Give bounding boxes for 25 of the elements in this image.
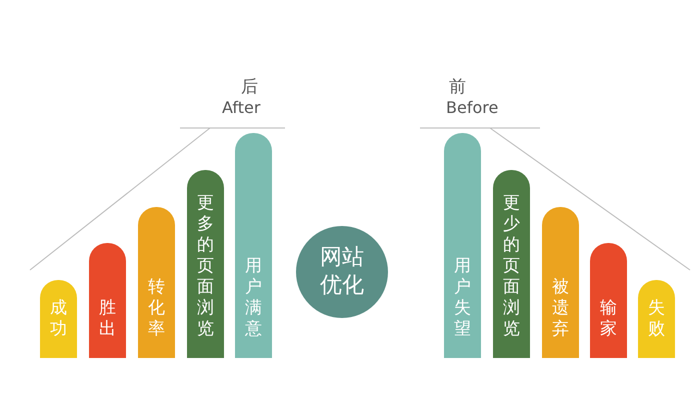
rounded-bar <box>590 243 627 358</box>
bar-label: 用户满意 <box>244 256 262 340</box>
rounded-bar <box>638 280 675 358</box>
heading-label: After <box>222 99 260 117</box>
rounded-bar <box>542 207 579 358</box>
bar-label: 胜出 <box>98 298 116 340</box>
rounded-bar <box>89 243 126 358</box>
bar-label: 输家 <box>600 298 618 340</box>
bar-label: 更多的页面浏览 <box>196 193 214 340</box>
bar-label: 被遗弃 <box>552 277 570 340</box>
rounded-bar <box>138 207 175 358</box>
rounded-bar <box>444 133 481 358</box>
bar-label: 更少的页面浏览 <box>502 193 520 340</box>
bar-label: 用户失望 <box>454 256 472 340</box>
rounded-bar <box>40 280 77 358</box>
circle-label: 网站优化 <box>319 244 365 300</box>
rounded-bar <box>493 170 530 358</box>
bar-label: 成功 <box>50 298 68 340</box>
bar-label: 失败 <box>648 298 666 340</box>
heading-label: 前 <box>449 78 466 96</box>
rounded-bar <box>235 133 272 358</box>
heading-label: Before <box>446 99 498 117</box>
heading-label: 后 <box>241 78 258 96</box>
rounded-bar <box>187 170 224 358</box>
bar-label: 转化率 <box>148 277 166 340</box>
